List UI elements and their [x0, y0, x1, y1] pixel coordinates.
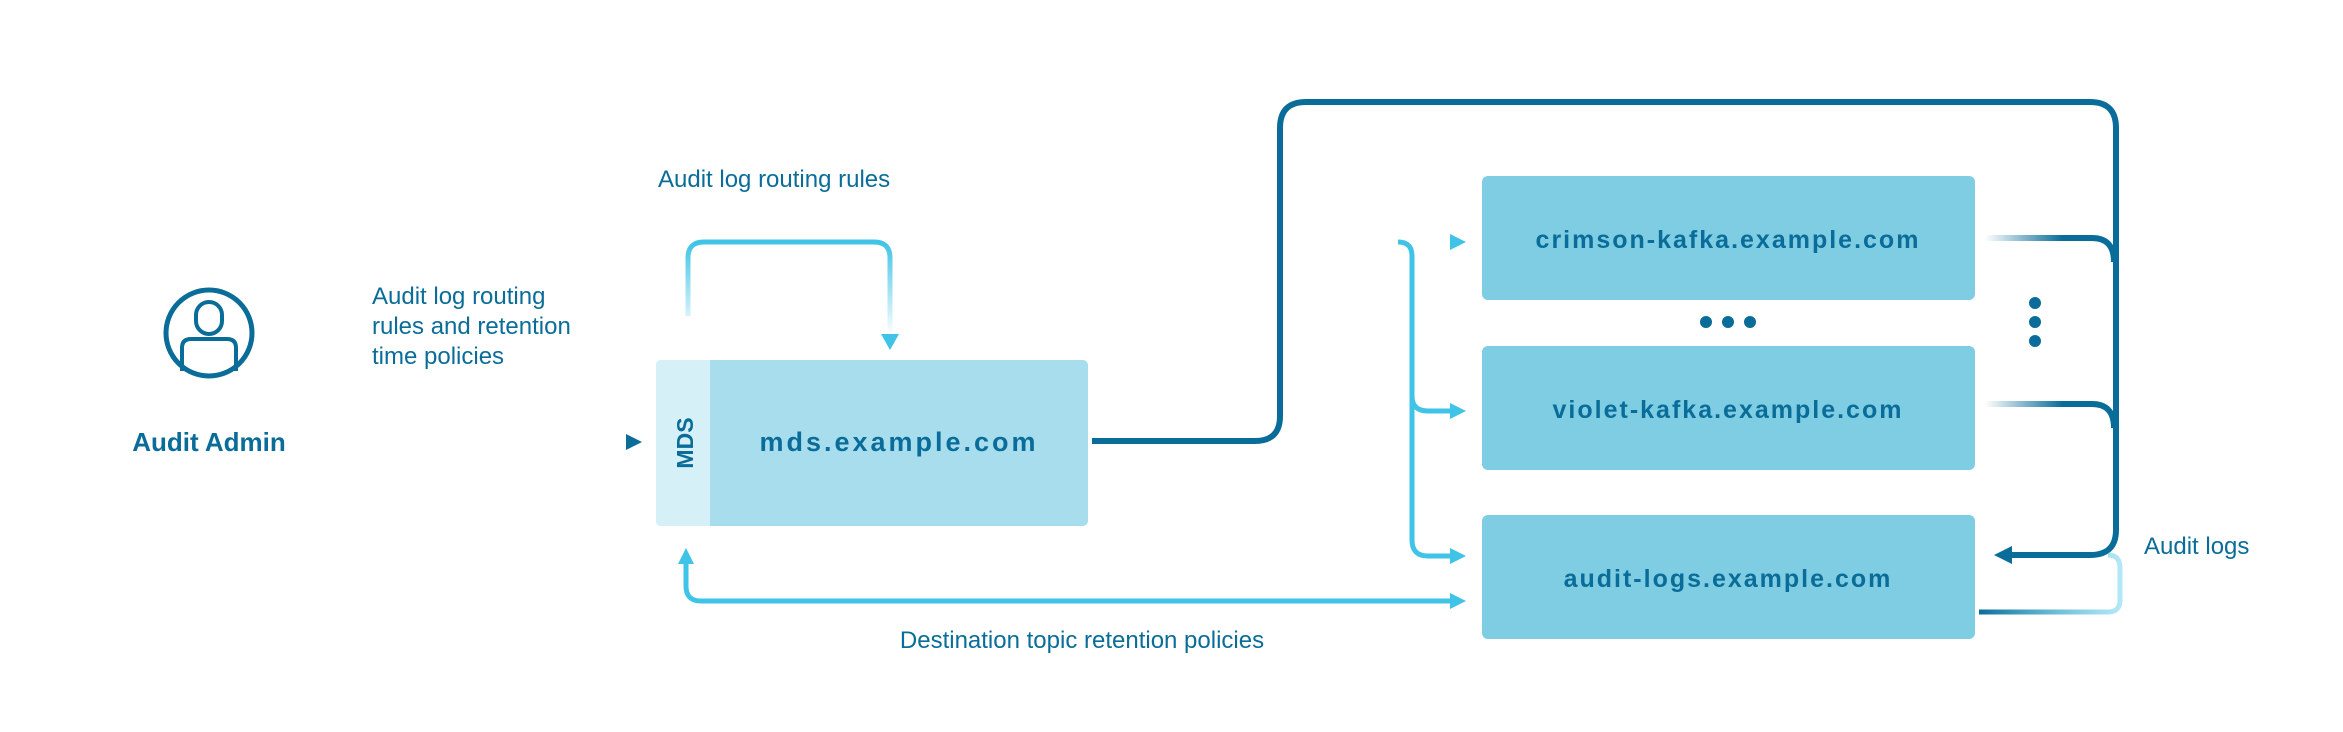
mds-tag-panel — [656, 360, 709, 526]
mds-node: MDS mds.example.com — [656, 360, 1088, 526]
retention-policies-caption: Destination topic retention policies — [900, 627, 1264, 654]
cluster-audit-logs-label: audit-logs.example.com — [1564, 565, 1893, 593]
violet-branch-connector — [1409, 395, 1452, 414]
cluster-crimson-label: crimson-kafka.example.com — [1536, 226, 1921, 254]
cluster-crimson: crimson-kafka.example.com — [1482, 176, 1975, 300]
cluster-violet-label: violet-kafka.example.com — [1553, 396, 1904, 424]
cluster-violet: violet-kafka.example.com — [1482, 346, 1975, 470]
retention-right-arrowhead — [1450, 593, 1466, 609]
mds-to-audit-logs-connector — [1092, 99, 2119, 558]
ellipsis-vertical-icon — [2029, 297, 2041, 347]
audit-logs-arrowhead — [1994, 546, 2012, 564]
audit-admin-label: Audit Admin — [132, 427, 286, 457]
retention-up-arrowhead — [678, 548, 694, 564]
routing-loop-arrowhead — [881, 334, 899, 350]
admin-to-mds-caption-line2: rules and retention — [372, 313, 571, 340]
retention-connector — [683, 564, 1452, 604]
cluster-audit-logs: audit-logs.example.com — [1482, 515, 1975, 639]
violet-out-connector — [1985, 401, 2117, 429]
violet-arrowhead — [1450, 403, 1466, 419]
routing-loop-connector — [685, 239, 893, 336]
ellipsis-horizontal-icon — [1700, 316, 1756, 328]
routing-branch-connector — [1397, 239, 1452, 559]
audit-logs-return-connector — [1979, 552, 2123, 615]
audit-logs-caption: Audit logs — [2144, 533, 2249, 560]
admin-to-mds-caption-line3: time policies — [372, 343, 504, 370]
mds-tag: MDS — [672, 417, 698, 468]
admin-to-mds-caption-line1: Audit log routing — [372, 283, 545, 310]
crimson-out-connector — [1985, 235, 2117, 263]
audit-admin: Audit Admin — [132, 287, 286, 457]
person-icon — [163, 287, 255, 379]
crimson-arrowhead — [1450, 234, 1466, 250]
routing-rules-caption: Audit log routing rules — [658, 166, 890, 193]
admin-to-mds-arrow — [322, 434, 642, 450]
audit-branch-arrowhead — [1450, 548, 1466, 564]
admin-to-mds-caption: Audit log routing rules and retention ti… — [372, 283, 571, 370]
mds-host: mds.example.com — [759, 427, 1038, 457]
